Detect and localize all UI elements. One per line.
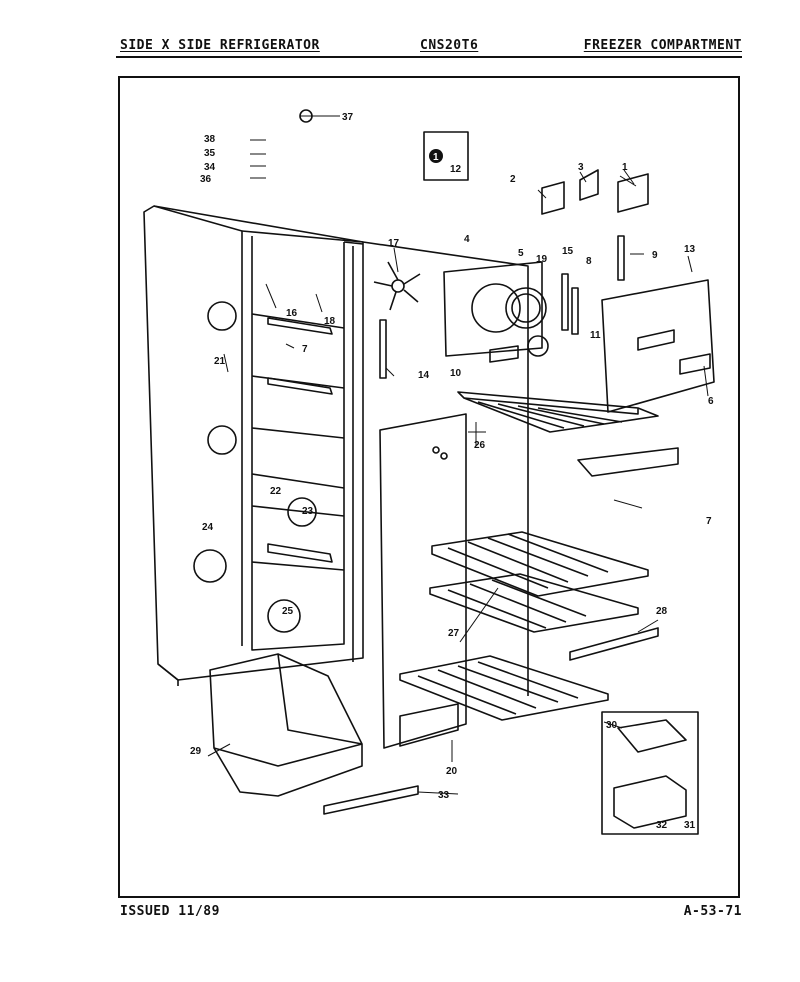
note-marker-icon <box>429 149 443 163</box>
fan-blade-17 <box>373 261 421 311</box>
callout-31: 31 <box>684 820 696 831</box>
callout-22: 22 <box>270 486 282 497</box>
callout-8: 8 <box>586 256 592 267</box>
note-marker-label: 1 <box>433 152 439 163</box>
small-parts <box>193 109 679 815</box>
callout-14: 14 <box>418 370 430 381</box>
callout-30: 30 <box>606 720 618 731</box>
header-section: FREEZER COMPARTMENT <box>583 38 742 53</box>
wire-shelf-27-lower <box>399 655 609 721</box>
wire-shelf-26 <box>457 391 659 433</box>
callout-27: 27 <box>448 628 460 639</box>
evaporator-cover-13 <box>601 279 715 413</box>
callout-24: 24 <box>202 522 214 533</box>
leader-lines <box>207 115 709 795</box>
ice-accessory-box <box>601 711 699 835</box>
callout-5: 5 <box>518 248 524 259</box>
callout-19: 19 <box>536 254 548 265</box>
callout-7b: 7 <box>706 516 712 527</box>
callout-4: 4 <box>464 234 470 245</box>
callout-18: 18 <box>324 316 336 327</box>
callout-25: 25 <box>282 606 294 617</box>
cabinet-body <box>143 205 529 696</box>
callout-10: 10 <box>450 368 462 379</box>
wire-shelf-27-middle <box>429 573 639 633</box>
cabinet-shelf-rails <box>251 313 345 571</box>
rear-panel-20 <box>379 413 467 749</box>
callout-32: 32 <box>656 820 668 831</box>
callout-26: 26 <box>474 440 486 451</box>
callout-37: 37 <box>342 112 354 123</box>
callout-3: 3 <box>578 162 584 173</box>
callout-17: 17 <box>388 238 400 249</box>
callout-29: 29 <box>190 746 202 757</box>
callout-6: 6 <box>708 396 714 407</box>
exploded-parts-diagram: 1 1 2 3 4 5 6 7 7 8 9 10 11 12 13 14 15 … <box>143 109 715 835</box>
callout-21: 21 <box>214 356 226 367</box>
door-bin-29 <box>209 653 363 797</box>
wire-shelf-27-upper <box>431 531 649 597</box>
callout-23: 23 <box>302 506 314 517</box>
callout-35: 35 <box>204 148 216 159</box>
callout-12: 12 <box>450 164 462 175</box>
callout-38: 38 <box>204 134 216 145</box>
callout-34: 34 <box>204 162 216 173</box>
footer-page-code: A-53-71 <box>683 904 742 919</box>
diagram-frame <box>118 76 740 898</box>
callout-7a: 7 <box>302 344 308 355</box>
callout-16: 16 <box>286 308 298 319</box>
callout-11: 11 <box>590 330 601 341</box>
callout-2: 2 <box>510 174 516 185</box>
callout-20: 20 <box>446 766 458 777</box>
callout-15: 15 <box>562 246 574 257</box>
footer-issued: ISSUED 11/89 <box>120 904 220 919</box>
header-rule <box>116 56 742 58</box>
callout-1: 1 <box>622 162 628 173</box>
callout-28: 28 <box>656 606 668 617</box>
callout-33: 33 <box>438 790 450 801</box>
header-product: SIDE X SIDE REFRIGERATOR <box>120 38 320 53</box>
header-model: CNS20T6 <box>420 38 479 53</box>
callout-13: 13 <box>684 244 696 255</box>
callout-36: 36 <box>200 174 212 185</box>
callout-9: 9 <box>652 250 658 261</box>
fan-bracket-4 <box>443 261 547 357</box>
